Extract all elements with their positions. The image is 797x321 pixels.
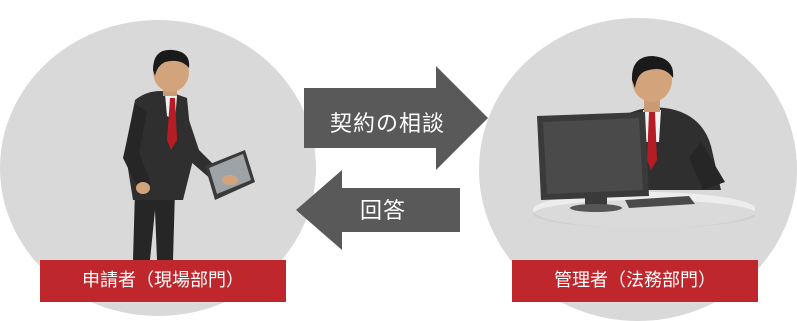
businessman-with-tablet-icon (123, 49, 255, 260)
requester-role-label: 申請者（現場部門） (40, 260, 286, 302)
answer-arrow-left (296, 170, 460, 250)
consultation-arrow-right (304, 66, 488, 170)
consultation-label: 契約の相談 (330, 112, 446, 137)
answer-label: 回答 (360, 199, 407, 224)
businessman-at-computer-icon (533, 56, 755, 228)
manager-role-label: 管理者（法務部門） (512, 260, 758, 302)
